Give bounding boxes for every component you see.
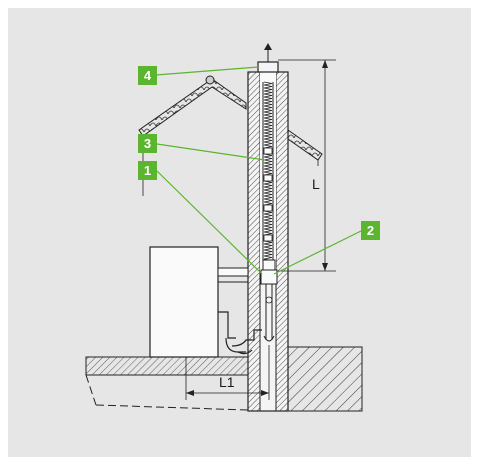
roof-ridge-cap [205,75,215,85]
roof [138,75,323,196]
callout-4: 4 [138,66,157,85]
dimension-L1-label: L1 [219,374,235,390]
floor-slab [85,346,363,412]
flue-outlet-arrow-icon [264,43,272,50]
dimension-L1 [185,345,270,400]
callout-1: 1 [138,161,157,180]
flexible-liner [262,81,274,269]
diagram-panel [8,8,471,457]
terminal-cap [257,43,279,73]
leader-lines [155,66,362,275]
callout-2: 2 [361,221,380,240]
callout-3: 3 [138,134,157,153]
boiler [149,246,262,358]
dimension-L [278,59,336,272]
chimney [247,71,289,412]
dimension-L-label: L [312,176,320,192]
